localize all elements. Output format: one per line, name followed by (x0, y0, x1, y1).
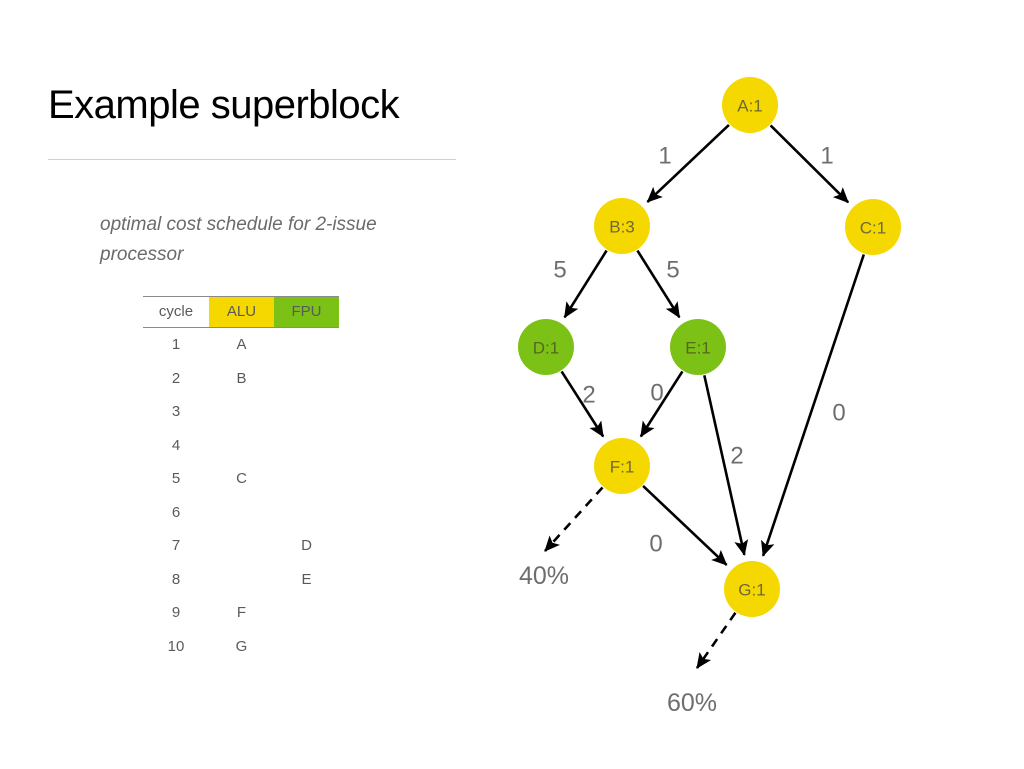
node-circle-b[interactable] (594, 198, 650, 254)
graph-node-g[interactable]: G:1 (724, 561, 780, 617)
table-cell-cycle: 1 (171, 336, 181, 353)
node-circle-c[interactable] (845, 199, 901, 255)
graph-edges-layer (560, 123, 866, 566)
subtitle-text: optimal cost schedule for 2-issue proces… (100, 214, 377, 265)
page-title: Example superblock (48, 83, 400, 127)
table-row: 10 G (143, 630, 339, 664)
graph-edge-c-to-g (761, 254, 866, 557)
node-label-e: E:1 (685, 339, 711, 358)
table-cell-fpu: D (301, 537, 312, 554)
column-header-alu: ALU (209, 297, 274, 327)
graph-exit-edges-layer (544, 486, 737, 669)
table-cell-alu: B (236, 369, 247, 387)
edge-weight-f-g: 0 (649, 531, 662, 558)
table-cell-cycle: 10 (167, 637, 185, 655)
node-label-g: G:1 (738, 581, 765, 600)
graph-edge-b-to-d (563, 249, 608, 319)
edge-weight-a-c: 1 (820, 143, 833, 170)
table-cell-cycle: 3 (171, 403, 181, 420)
table-row: 4 (143, 429, 339, 463)
table-row: 3 (143, 395, 339, 429)
graph-nodes-layer: A:1B:3 C:1D:1 E:1F:1G:1 (518, 77, 901, 617)
column-header-cycle: cycle (143, 297, 209, 327)
edge-weight-b-d: 5 (553, 257, 566, 284)
graph-edge-e-to-f (639, 370, 684, 438)
title-divider (48, 159, 456, 160)
exit-probability-label: 60% (667, 689, 717, 717)
node-label-f: F:1 (610, 458, 635, 477)
graph-node-f[interactable]: F:1 (594, 438, 650, 494)
graph-node-a[interactable]: A:1 (722, 77, 778, 133)
graph-node-e[interactable]: E:1 (670, 319, 726, 375)
graph-node-c[interactable]: C:1 (845, 199, 901, 255)
graph-node-d[interactable]: D:1 (518, 319, 574, 375)
graph-edge-a-to-b (646, 123, 730, 203)
node-label-a: A:1 (737, 97, 763, 116)
graph-edge-weights-layer: 1 1 5 5 2 0 2 0 0 (553, 143, 845, 558)
node-circle-e[interactable] (670, 319, 726, 375)
node-circle-d[interactable] (518, 319, 574, 375)
node-circle-f[interactable] (594, 438, 650, 494)
node-label-d: D:1 (533, 339, 559, 358)
graph-exit-edge-f (544, 486, 604, 552)
node-circle-a[interactable] (722, 77, 778, 133)
edge-weight-e-g: 2 (730, 443, 743, 470)
graph-edge-b-to-e (636, 249, 681, 319)
table-header-row: cycle ALU FPU (143, 297, 339, 327)
graph-exit-labels-layer: 40% 60% (519, 562, 717, 717)
exit-probability-label: 40% (519, 562, 569, 590)
table-cell-alu: F (236, 604, 247, 621)
table-cell-cycle: 7 (171, 537, 181, 554)
node-label-b: B:3 (609, 218, 635, 237)
edge-weight-e-f: 0 (650, 380, 663, 407)
graph-edge-e-to-g (703, 375, 749, 556)
node-label-c: C:1 (860, 219, 886, 238)
table-cell-alu: G (235, 637, 248, 655)
table-cell-alu: C (236, 470, 247, 487)
table-rule-bottom (143, 327, 339, 328)
table-cell-cycle: 4 (171, 436, 181, 454)
table-cell-fpu: E (301, 570, 312, 588)
graph-edge-f-to-g (642, 484, 728, 566)
table-cell-cycle: 6 (171, 503, 181, 521)
graph-exit-edge-g (695, 612, 737, 669)
table-cell-cycle: 5 (171, 470, 181, 487)
node-circle-g[interactable] (724, 561, 780, 617)
column-header-fpu: FPU (274, 297, 339, 327)
table-cell-cycle: 8 (171, 570, 181, 588)
table-row: 6 (143, 496, 339, 530)
table-cell-cycle: 2 (171, 369, 181, 387)
table-rule-top (143, 296, 339, 297)
edge-weight-c-g: 0 (832, 400, 845, 427)
edge-weight-b-e: 5 (666, 257, 679, 284)
graph-edge-a-to-c (769, 124, 850, 204)
edge-weight-d-f: 2 (582, 382, 595, 409)
edge-weight-a-b: 1 (658, 143, 671, 170)
table-cell-cycle: 9 (171, 604, 181, 621)
graph-node-b[interactable]: B:3 (594, 198, 650, 254)
table-cell-alu: A (236, 336, 247, 353)
graph-edge-d-to-f (560, 370, 605, 438)
